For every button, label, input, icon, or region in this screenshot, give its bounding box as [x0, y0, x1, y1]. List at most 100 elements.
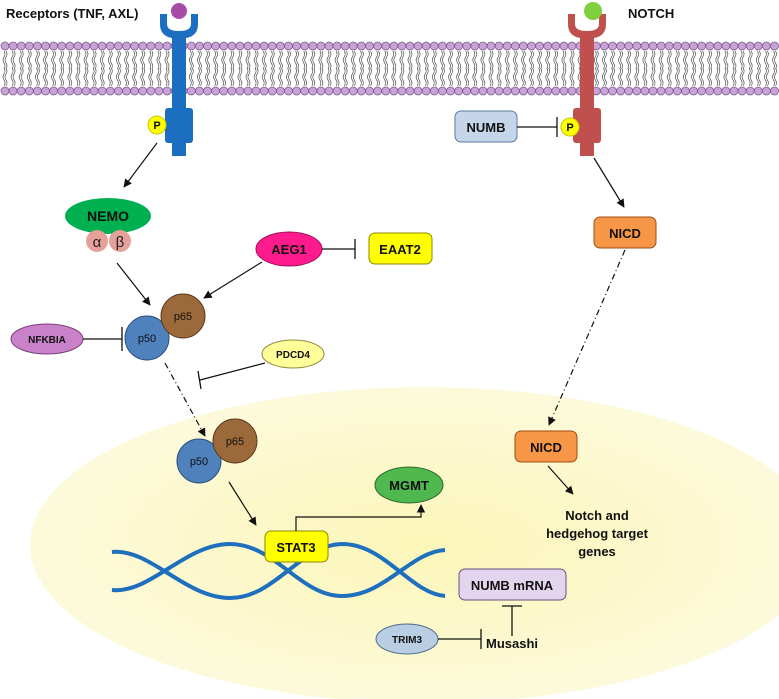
lipid-head [227, 86, 237, 96]
lipid-head [616, 86, 625, 96]
lipid-head [219, 86, 229, 96]
lipid-tail [480, 50, 486, 87]
lipid-head [567, 86, 577, 96]
lipid-head [186, 86, 196, 96]
lipid-tail [561, 50, 567, 87]
lipid-head [105, 86, 115, 96]
lipid-tail [755, 50, 761, 87]
lipid-head [648, 86, 658, 96]
lipid-head [73, 86, 83, 96]
svg-text:genes: genes [578, 544, 616, 559]
nemo-complex: NEMO α β [65, 198, 151, 252]
lipid-tail [537, 50, 542, 87]
lipid-tail [723, 50, 729, 87]
lipid-head [413, 41, 423, 51]
lipid-head [567, 41, 577, 51]
lipid-tail [205, 50, 210, 87]
lipid-head [97, 86, 107, 96]
lipid-tail [261, 50, 267, 87]
lipid-tail [107, 50, 113, 87]
lipid-head [300, 41, 310, 51]
lipid-head [33, 41, 42, 51]
lipid-head [397, 41, 407, 51]
lipid-head [672, 86, 682, 96]
lipid-head [65, 41, 75, 51]
lipid-head [713, 41, 723, 51]
dna-helix [111, 541, 446, 601]
lipid-head [551, 86, 561, 96]
lipid-tail [350, 50, 356, 87]
svg-text:AEG1: AEG1 [271, 242, 306, 257]
lipid-tail [278, 50, 283, 87]
arrow-nfkb-to-stat3 [228, 481, 257, 526]
lipid-head [745, 41, 755, 51]
lipid-head [154, 41, 164, 51]
lipid-head [624, 41, 634, 51]
lipid-head [454, 41, 464, 51]
lipid-head [656, 41, 666, 51]
lipid-head [616, 41, 625, 51]
aeg1-inhibits-eaat2 [322, 239, 356, 259]
lipid-head [81, 86, 91, 96]
lipid-head [697, 86, 706, 96]
lipid-tail [221, 50, 227, 87]
lipid-head [478, 41, 488, 51]
lipid-tail [51, 50, 56, 87]
lipid-head [162, 86, 172, 96]
notch-label: NOTCH [628, 6, 674, 21]
lipid-tail [456, 50, 461, 87]
lipid-tail [431, 50, 437, 87]
lipid-tail [164, 50, 170, 87]
lipid-head [138, 86, 148, 96]
lipid-tail [359, 50, 364, 87]
lipid-head [762, 86, 771, 96]
lipid-head [705, 41, 715, 51]
lipid-tail [156, 50, 162, 87]
lipid-head [470, 41, 480, 51]
arrow-notch-to-nicd [593, 157, 625, 208]
lipid-head [365, 41, 374, 51]
lipid-head [146, 41, 156, 51]
lipid-head [527, 86, 536, 96]
lipid-tail [472, 50, 478, 87]
notch-ligand [584, 2, 602, 20]
phospho-right: P [560, 117, 580, 137]
lipid-tail [326, 50, 332, 87]
lipid-head [24, 86, 34, 96]
lipid-tail [593, 50, 599, 87]
svg-text:NFKBIA: NFKBIA [28, 335, 66, 346]
lipid-head [519, 41, 528, 51]
svg-text:TRIM3: TRIM3 [392, 635, 422, 646]
lipid-tail [269, 50, 275, 87]
lipid-tail [731, 50, 737, 87]
lipid-head [519, 86, 528, 96]
lipid-head [632, 41, 642, 51]
lipid-head [162, 41, 172, 51]
arrow-nicd-to-targets [547, 465, 574, 495]
lipid-tail [342, 50, 348, 87]
lipid-head [65, 86, 75, 96]
lipid-tail [699, 50, 704, 87]
lipid-head [114, 41, 123, 51]
lipid-head [640, 86, 650, 96]
svg-text:p65: p65 [174, 311, 192, 323]
lipid-head [656, 86, 666, 96]
nicd-translocation-arrow [548, 249, 626, 426]
lipid-head [57, 86, 67, 96]
lipid-head [389, 41, 399, 51]
lipid-tail [75, 50, 81, 87]
lipid-head [413, 86, 423, 96]
lipid-head [219, 41, 229, 51]
lipid-tail [2, 50, 8, 87]
lipid-tail [415, 50, 421, 87]
lipid-tail [132, 50, 137, 87]
lipid-head [235, 86, 245, 96]
lipid-tail [302, 50, 308, 87]
lipid-tail [91, 50, 97, 87]
lipid-tail [294, 50, 299, 87]
lipid-head [73, 41, 83, 51]
lipid-head [324, 86, 334, 96]
lipid-tail [237, 50, 243, 87]
lipid-head [543, 86, 553, 96]
lipid-head [697, 41, 706, 51]
